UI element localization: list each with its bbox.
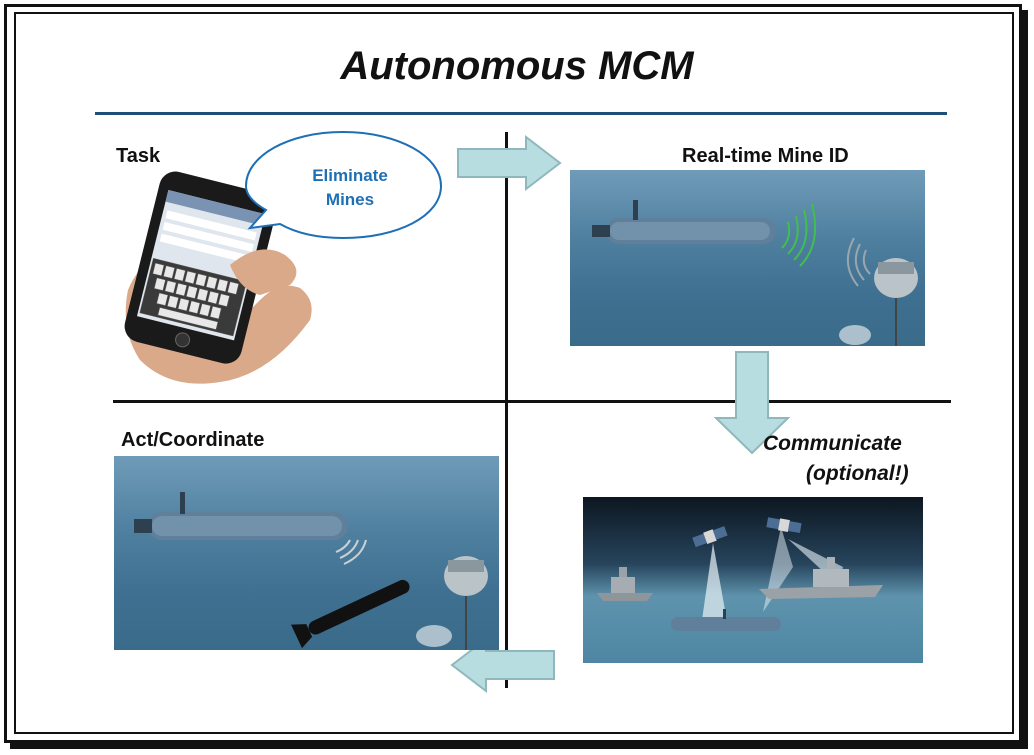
slide-outer-frame: [4, 4, 1022, 743]
mine-id-image: [570, 170, 925, 346]
optional-label: (optional!): [806, 462, 909, 485]
act-coordinate-image: [114, 456, 499, 650]
phone-hand-image: [110, 170, 320, 388]
bubble-line-2: Mines: [325, 190, 375, 209]
title-rule: [95, 112, 947, 115]
horizontal-divider: [113, 400, 951, 403]
communicate-label: Communicate: [763, 432, 902, 455]
slide-inner-frame: [14, 12, 1014, 734]
act-coordinate-label: Act/Coordinate: [121, 429, 265, 451]
vertical-divider: [505, 132, 508, 688]
arrow-down-icon: [713, 351, 791, 455]
slide-title: Autonomous MCM: [340, 44, 694, 88]
bubble-text: Eliminate Mines: [280, 164, 420, 212]
speech-bubble: [244, 130, 443, 240]
arrow-right-icon: [457, 135, 562, 191]
bubble-line-1: Eliminate: [312, 166, 388, 185]
task-label: Task: [116, 145, 161, 167]
mine-id-label: Real-time Mine ID: [682, 145, 849, 167]
communicate-image: [583, 497, 923, 663]
